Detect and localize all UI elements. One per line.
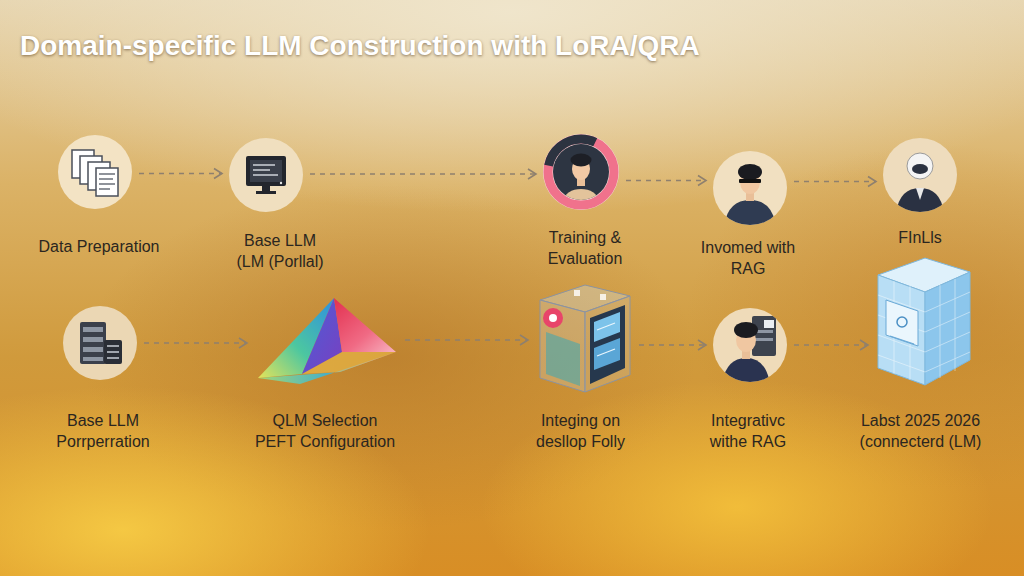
step-node: Base LLM (LM (Porllal): [229, 138, 303, 212]
step-node: FInLls: [883, 138, 957, 212]
step-node: Base LLM Porrperration: [63, 306, 137, 380]
step-caption: Base LLM (LM (Porllal): [232, 230, 328, 272]
diagram-title: Domain-specific LLM Construction with Lo…: [20, 30, 700, 62]
step-caption: Training & Evaluation: [529, 227, 641, 269]
step-caption: Base LLM Porrperration: [48, 410, 158, 452]
connector-line: [310, 173, 536, 175]
step-node: Data Preparation: [58, 135, 132, 209]
monitor-icon: [229, 138, 303, 212]
dashed-connector: [626, 176, 706, 186]
arrow-head: [860, 340, 868, 350]
step-caption: Integing on desllop Folly: [520, 410, 642, 452]
connector-line: [405, 339, 528, 341]
documents-icon: [58, 135, 132, 209]
step-node: Integrativc withe RAG: [713, 308, 787, 382]
step-node: Labst 2025 2026 (connecterd (LM): [875, 255, 972, 387]
prism-illustration: [258, 298, 396, 384]
arrow-head: [868, 177, 876, 187]
arrow-head: [698, 340, 706, 350]
trainer-avatar: [543, 134, 619, 211]
step-caption: Data Preparation: [24, 236, 174, 257]
step-node: Integing on desllop Folly: [535, 283, 632, 394]
connector-line: [144, 342, 247, 344]
dashed-connector: [139, 169, 222, 179]
finals-avatar: [883, 138, 957, 214]
connector-line: [794, 344, 868, 346]
dashed-connector: [794, 177, 876, 187]
server-icon: [63, 306, 137, 380]
connector-line: [639, 344, 706, 346]
connector-line: [626, 180, 706, 182]
dashed-connector: [639, 340, 706, 350]
dashed-connector: [310, 169, 536, 179]
step-node: QLM Selection PEFT Configuration: [254, 294, 398, 386]
dashed-connector: [144, 338, 247, 348]
step-caption: FInLls: [870, 227, 970, 248]
connector-line: [139, 173, 222, 175]
integration-avatar: [713, 308, 787, 384]
step-caption: Integrativc withe RAG: [697, 410, 799, 452]
arrow-head: [214, 169, 222, 179]
model-box-illustration: [878, 258, 970, 385]
rag-avatar: [713, 151, 787, 226]
step-caption: Labst 2025 2026 (connecterd (LM): [855, 410, 987, 452]
arrow-head: [698, 176, 706, 186]
step-node: Invomed with RAG: [713, 151, 787, 225]
step-caption: QLM Selection PEFT Configuration: [252, 410, 398, 452]
cube-illustration: [540, 285, 630, 392]
connector-line: [794, 181, 876, 183]
dashed-connector: [794, 340, 868, 350]
dashed-connector: [405, 335, 528, 345]
step-node: Training & Evaluation: [543, 134, 619, 210]
arrow-head: [528, 169, 536, 179]
step-caption: Invomed with RAG: [692, 237, 804, 279]
arrow-head: [239, 338, 247, 348]
arrow-head: [520, 335, 528, 345]
